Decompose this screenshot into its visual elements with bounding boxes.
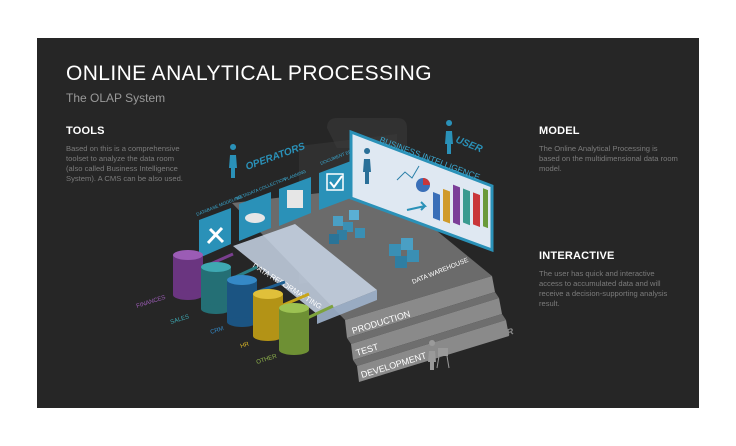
data-cube <box>349 210 359 220</box>
source-label-other: OTHER <box>256 354 278 366</box>
background-panel <box>327 118 407 148</box>
bi-bar <box>473 192 480 228</box>
source-cylinders <box>173 250 309 355</box>
data-cube <box>343 222 353 232</box>
data-cube <box>407 250 419 262</box>
document-icon <box>287 190 303 208</box>
bi-line-chart <box>396 165 420 181</box>
interactive-text: The user has quick and interactive acces… <box>539 269 668 308</box>
cylinder-other <box>279 303 309 355</box>
bi-bar <box>453 184 460 226</box>
tools-text: Based on this is a comprehensive toolset… <box>66 144 183 183</box>
bi-pie-slice <box>423 178 430 185</box>
bi-bar <box>433 192 440 221</box>
page-title: ONLINE ANALYTICAL PROCESSING <box>66 62 432 85</box>
easel-legs-icon <box>436 355 450 369</box>
disk-icon <box>245 213 265 223</box>
user-label: USER <box>454 135 485 156</box>
presenter-figure-icon <box>363 148 371 184</box>
cylinder-crm <box>227 275 257 327</box>
pointer-arrow-icon <box>406 201 427 211</box>
data-cubes-small <box>329 210 365 244</box>
data-cube <box>401 238 413 250</box>
source-label-hr: HR <box>240 341 251 350</box>
data-cube <box>355 228 365 238</box>
source-label-finances: FINANCES <box>136 295 167 310</box>
tools-icon <box>206 226 225 245</box>
cylinder-sales <box>201 262 231 314</box>
data-cube <box>329 234 339 244</box>
developer-figure-icon <box>428 340 436 370</box>
operator-figure-icon <box>229 144 237 178</box>
step-production-face <box>345 276 495 338</box>
source-label-sales: SALES <box>170 314 190 326</box>
cylinder-finances <box>173 250 203 300</box>
step-test-top <box>347 292 499 344</box>
user-figure-icon <box>445 120 453 154</box>
data-cube <box>389 244 401 256</box>
slide: ONLINE ANALYTICAL PROCESSING The OLAP Sy… <box>37 38 699 408</box>
checkbox-icon <box>326 173 344 191</box>
data-cube <box>337 230 347 240</box>
model-heading: MODEL <box>539 125 580 137</box>
data-cube <box>395 256 407 268</box>
olap-diagram: PRODUCTION TEST DEVELOPMENT DATABASE MOD… <box>136 118 515 382</box>
cylinder-hr <box>253 289 283 341</box>
data-reformatting-band-front <box>317 290 377 324</box>
step-top-surface <box>232 186 492 320</box>
tools-heading: TOOLS <box>66 125 105 137</box>
bi-bar <box>463 188 470 226</box>
operators-label: OPERATORS <box>244 141 307 173</box>
easel-icon <box>438 348 448 356</box>
data-cubes-large <box>389 238 419 268</box>
checkmark-icon <box>329 175 343 189</box>
data-reformatting-band <box>233 224 377 314</box>
interactive-heading: INTERACTIVE <box>539 250 615 262</box>
data-cube <box>333 216 343 226</box>
tool-panels <box>199 161 351 258</box>
step-dev-top <box>353 314 506 366</box>
bi-bar-chart <box>433 184 488 229</box>
page-subtitle: The OLAP System <box>66 91 166 105</box>
bi-bar <box>443 188 450 224</box>
source-label-crm: CRM <box>210 326 225 336</box>
model-text: The Online Analytical Processing is base… <box>539 144 678 173</box>
bi-bar <box>483 188 488 229</box>
step-test-face <box>351 298 502 360</box>
